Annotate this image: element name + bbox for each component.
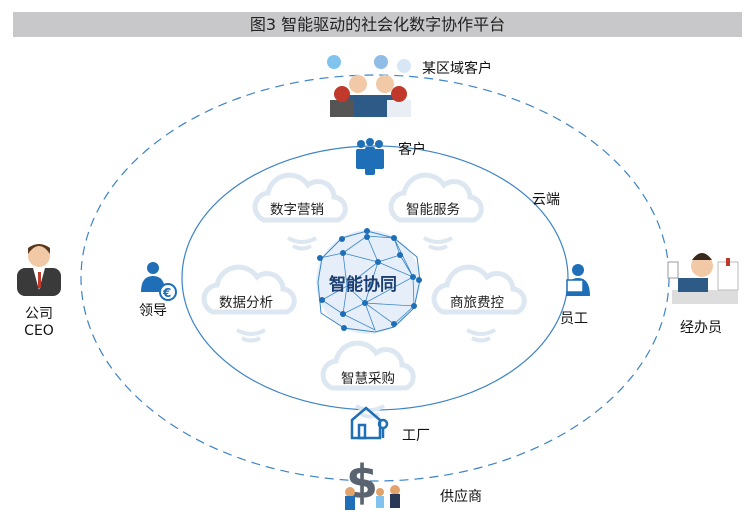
label-employee: 员工 xyxy=(560,311,588,327)
diagram-title: 图3 智能驱动的社会化数字协作平台 xyxy=(13,12,742,37)
leader-euro-icon: € xyxy=(141,262,177,301)
customers-icon xyxy=(356,138,384,175)
label-factory: 工厂 xyxy=(402,428,430,444)
service-smart-service: 智能服务 xyxy=(406,202,460,218)
label-leader: 领导 xyxy=(139,303,167,319)
svg-text:€: € xyxy=(162,286,171,300)
label-agent: 经办员 xyxy=(680,320,722,336)
label-ceo-line1: 公司 xyxy=(25,306,53,322)
service-digital-marketing: 数字营销 xyxy=(270,202,324,218)
employee-icon xyxy=(566,264,590,296)
label-cloud: 云端 xyxy=(532,192,560,208)
ceo-avatar-icon xyxy=(17,244,61,296)
service-smart-procurement: 智慧采购 xyxy=(341,371,395,387)
center-label: 智能协同 xyxy=(329,275,397,295)
service-travel-expense: 商旅费控 xyxy=(450,295,504,311)
label-ceo-line2: CEO xyxy=(24,323,54,339)
label-ceo: 公司 CEO xyxy=(23,306,55,340)
factory-icon xyxy=(350,406,389,440)
customer-group-icon xyxy=(327,55,411,117)
label-supplier: 供应商 xyxy=(440,489,482,505)
label-customers: 客户 xyxy=(398,142,426,158)
agent-busy-icon xyxy=(667,253,739,304)
service-data-analysis: 数据分析 xyxy=(219,295,273,311)
supplier-dollar-icon: $ xyxy=(345,455,400,510)
label-regional-customers: 某区域客户 xyxy=(422,61,492,77)
network-globe-icon xyxy=(316,228,422,334)
